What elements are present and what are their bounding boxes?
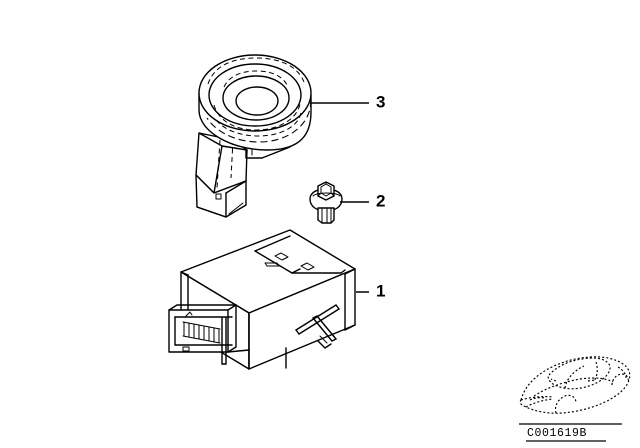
slip-ring-body [198, 54, 312, 159]
module-mounting-bracket [295, 304, 340, 349]
part-control-module [168, 229, 356, 370]
module-connector [168, 304, 250, 365]
callout-2: 2 [340, 191, 385, 210]
slip-ring-connector-stem [195, 132, 248, 218]
callout-1-label: 1 [376, 281, 385, 300]
part-slip-ring [195, 54, 312, 218]
vehicle-silhouette [519, 356, 631, 414]
part-hex-flange-nut [309, 181, 343, 224]
diagram-reference-code: C001619B [527, 427, 588, 440]
callout-2-label: 2 [376, 191, 385, 210]
callout-3-label: 3 [376, 92, 385, 111]
callout-3: 3 [310, 92, 385, 111]
callout-1: 1 [356, 281, 385, 300]
